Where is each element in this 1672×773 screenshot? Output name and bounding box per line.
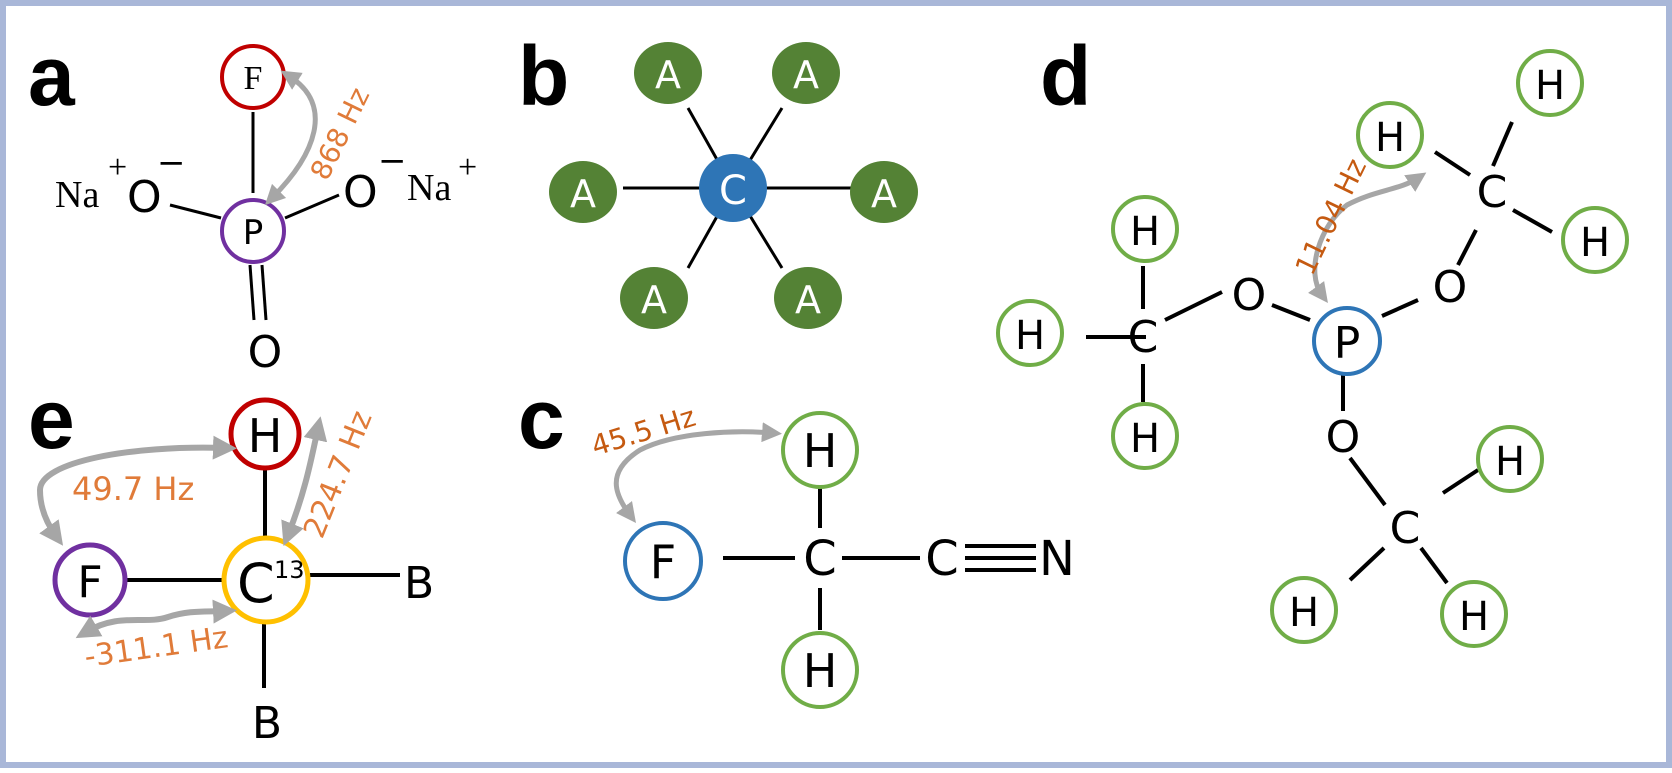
- atom-p-label: P: [243, 213, 264, 253]
- coupling-arrow-c-h: [281, 416, 328, 547]
- atom-h-bottom-ring: [781, 631, 859, 709]
- neighbor-a-left: [549, 161, 617, 223]
- panel-e-label: e: [28, 372, 75, 466]
- atom-f-label: F: [244, 60, 263, 97]
- panel-b-label: b: [518, 29, 569, 123]
- h-label-right-top: H: [1535, 63, 1565, 109]
- charge-plus-left: +: [108, 149, 127, 186]
- central-c-atom: [699, 154, 767, 222]
- neighbor-a-top-right-label: A: [793, 53, 819, 97]
- h-ring-right-top: [1516, 49, 1584, 117]
- bond-p-o-left: [169, 203, 222, 220]
- atom-c-top-right-label: C: [1477, 167, 1508, 218]
- atom-h-top-ring: [781, 411, 859, 489]
- atom-o-bottom-label: O: [248, 327, 283, 378]
- atom-c13-label: C: [237, 552, 275, 615]
- panel-c-label: c: [518, 372, 565, 466]
- bond-p-o-right: [284, 193, 340, 220]
- h-ring-right-top-left: [1356, 101, 1424, 169]
- neighbor-a-bottom-right-label: A: [795, 278, 821, 322]
- atom-o-left-label: O: [127, 172, 162, 223]
- panel-e: e H F C 13 B B 49.7 Hz 224.7 Hz -311.1 H…: [28, 372, 434, 749]
- atom-o-left-label: O: [1232, 270, 1267, 321]
- h-ring-left: [996, 299, 1064, 367]
- neighbor-a-top-left: [634, 42, 702, 104]
- neighbor-a-top-right: [772, 42, 840, 104]
- atom-f-label: F: [77, 557, 102, 608]
- charge-minus-right: −: [378, 141, 407, 181]
- atom-p-ring: [1312, 306, 1382, 376]
- h-ring-bottom-right-top: [1476, 425, 1544, 493]
- atom-c13-ring: [221, 535, 311, 625]
- atom-c-bottom-label: C: [1390, 503, 1421, 554]
- charge-plus-right: +: [458, 149, 477, 186]
- neighbor-a-bottom-right: [774, 267, 842, 329]
- neighbor-a-left-label: A: [570, 172, 596, 216]
- atom-h-label: H: [248, 409, 283, 463]
- atom-b-bottom-label: B: [252, 698, 282, 749]
- panel-a: a F P O − Na + O − Na + O 868 Hz: [28, 29, 477, 378]
- neighbor-a-bottom-left: [620, 267, 688, 329]
- h-ring-bottom-left: [1270, 576, 1338, 644]
- h-label-bottom-right-top: H: [1495, 439, 1525, 485]
- neighbor-a-right-label: A: [871, 172, 897, 216]
- coupling-label-h-f: 49.7 Hz: [72, 470, 194, 508]
- central-c-label: C: [719, 168, 747, 214]
- h-label-bottom-right: H: [1459, 594, 1489, 640]
- atom-f-label: F: [650, 535, 676, 589]
- coupling-arrow-f-p: [264, 70, 318, 206]
- charge-minus-left: −: [157, 143, 186, 183]
- atom-h-top-label: H: [803, 424, 838, 478]
- atom-p-label: P: [1334, 318, 1361, 369]
- atom-o-bottom-label: O: [1326, 412, 1361, 463]
- h-ring-left-bottom: [1111, 402, 1179, 470]
- h-label-bottom-left: H: [1289, 590, 1319, 636]
- coupling-arrow-f-h: [613, 422, 782, 524]
- atom-p-ring: [220, 198, 286, 264]
- atom-c-left-label: C: [1128, 312, 1159, 363]
- h-ring-right: [1561, 206, 1629, 274]
- neighbor-a-bottom-left-label: A: [641, 278, 667, 322]
- h-ring-bottom-right: [1440, 580, 1508, 648]
- h-label-left-bottom: H: [1130, 416, 1160, 462]
- atom-o-right-label: O: [343, 167, 378, 218]
- atom-n-label: N: [1039, 531, 1075, 587]
- sodium-right-label: Na: [407, 167, 451, 209]
- coupling-arrow-p-h: [1308, 172, 1427, 304]
- atom-c2-label: C: [925, 531, 959, 587]
- neighbor-a-right: [850, 161, 918, 223]
- coupling-arrow-h-f: [36, 435, 237, 546]
- h-ring-left-top: [1111, 195, 1179, 263]
- atom-c13-mass: 13: [274, 556, 305, 584]
- bond-p-o-double-1: [248, 264, 256, 321]
- neighbor-a-top-left-label: A: [655, 53, 681, 97]
- panel-b: b A A A A A A C: [518, 29, 918, 329]
- coupling-arrow-c-f: [75, 599, 237, 639]
- sodium-left-label: Na: [55, 174, 99, 216]
- h-label-left-top: H: [1130, 209, 1160, 255]
- panel-a-label: a: [28, 29, 76, 123]
- hydrogen-ring-group: [996, 49, 1629, 648]
- h-label-left: H: [1015, 313, 1045, 359]
- panel-d-label: d: [1040, 29, 1091, 123]
- h-label-right: H: [1580, 220, 1610, 266]
- atom-b-right-label: B: [404, 558, 434, 609]
- bond-p-o-double-2: [260, 264, 268, 321]
- h-label-right-top-left: H: [1375, 115, 1405, 161]
- atom-c1-label: C: [803, 531, 837, 587]
- atom-h-bottom-label: H: [803, 644, 838, 698]
- atom-o-right-label: O: [1433, 262, 1468, 313]
